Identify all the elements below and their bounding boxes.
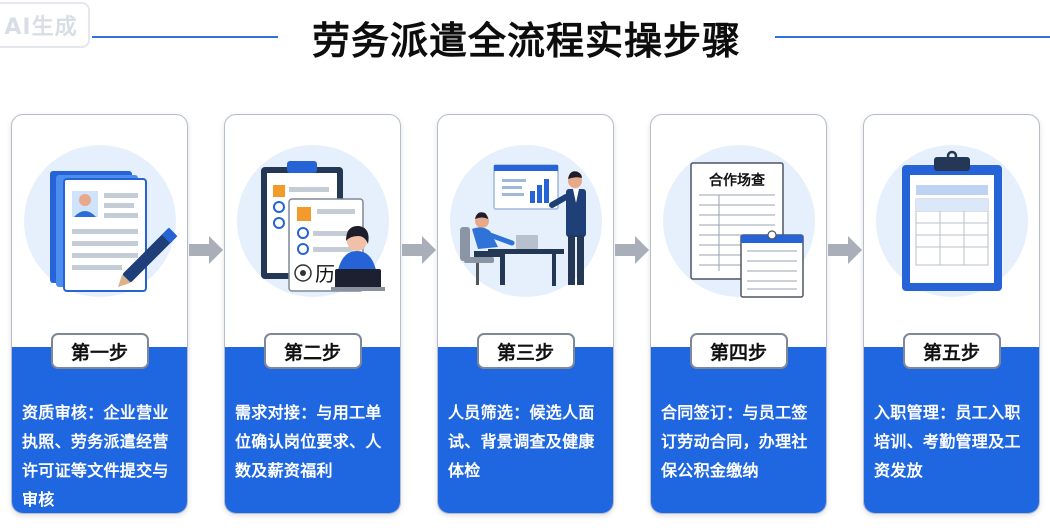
step-description: 资质审核：企业营业执照、劳务派遣经营许可证等文件提交与审核 [22, 403, 169, 509]
step-card-2: 历 第二步 需求对接：与用工单位确认岗位要求、人数及薪资福利 [224, 114, 401, 514]
resume-char: 历 [315, 262, 335, 286]
step-description: 合同签订：与员工签订劳动合同，办理社保公积金缴纳 [661, 403, 808, 480]
step-description: 人员筛选：候选人面试、背景调查及健康体检 [448, 403, 595, 480]
clipboard-table-icon [876, 145, 1028, 297]
step-description-panel [438, 347, 613, 513]
step-label: 第一步 [50, 333, 149, 369]
title-rule-right [775, 36, 1050, 38]
step-card-5: 第五步 入职管理：员工入职培训、考勤管理及工资发放 [863, 114, 1040, 514]
arrow-right-icon [828, 236, 862, 264]
step-label: 第四步 [689, 333, 788, 369]
step-description: 需求对接：与用工单位确认岗位要求、人数及薪资福利 [235, 403, 382, 480]
contract-document-icon: 合作场查 [663, 145, 815, 298]
step-description-panel [864, 347, 1039, 513]
title-rule-left [92, 36, 278, 38]
step-card-4: 合作场查 第四步 合同签订：与员工签订劳动合同，办理社保公积金缴纳 [650, 114, 827, 514]
interview-presentation-icon [450, 145, 602, 297]
step-card-1: 第一步 资质审核：企业营业执照、劳务派遣经营许可证等文件提交与审核 [11, 114, 188, 514]
document-title: 合作场查 [709, 172, 766, 189]
arrow-right-icon [615, 236, 649, 264]
step-label: 第三步 [476, 333, 575, 369]
step-description: 入职管理：员工入职培训、考勤管理及工资发放 [874, 403, 1021, 480]
resume-pen-icon [24, 145, 178, 297]
step-description-panel [12, 347, 187, 513]
step-description-panel [225, 347, 400, 513]
step-label: 第二步 [263, 333, 362, 369]
step-label: 第五步 [902, 333, 1001, 369]
ai-watermark: AI生成 [0, 2, 90, 48]
step-card-3: 第三步 人员筛选：候选人面试、背景调查及健康体检 [437, 114, 614, 514]
page-title: 劳务派遣全流程实操步骤 [311, 18, 741, 63]
step-description-panel [651, 347, 826, 513]
clipboard-candidate-icon: 历 [237, 145, 389, 297]
arrow-right-icon [402, 236, 436, 264]
arrow-right-icon [189, 236, 223, 264]
